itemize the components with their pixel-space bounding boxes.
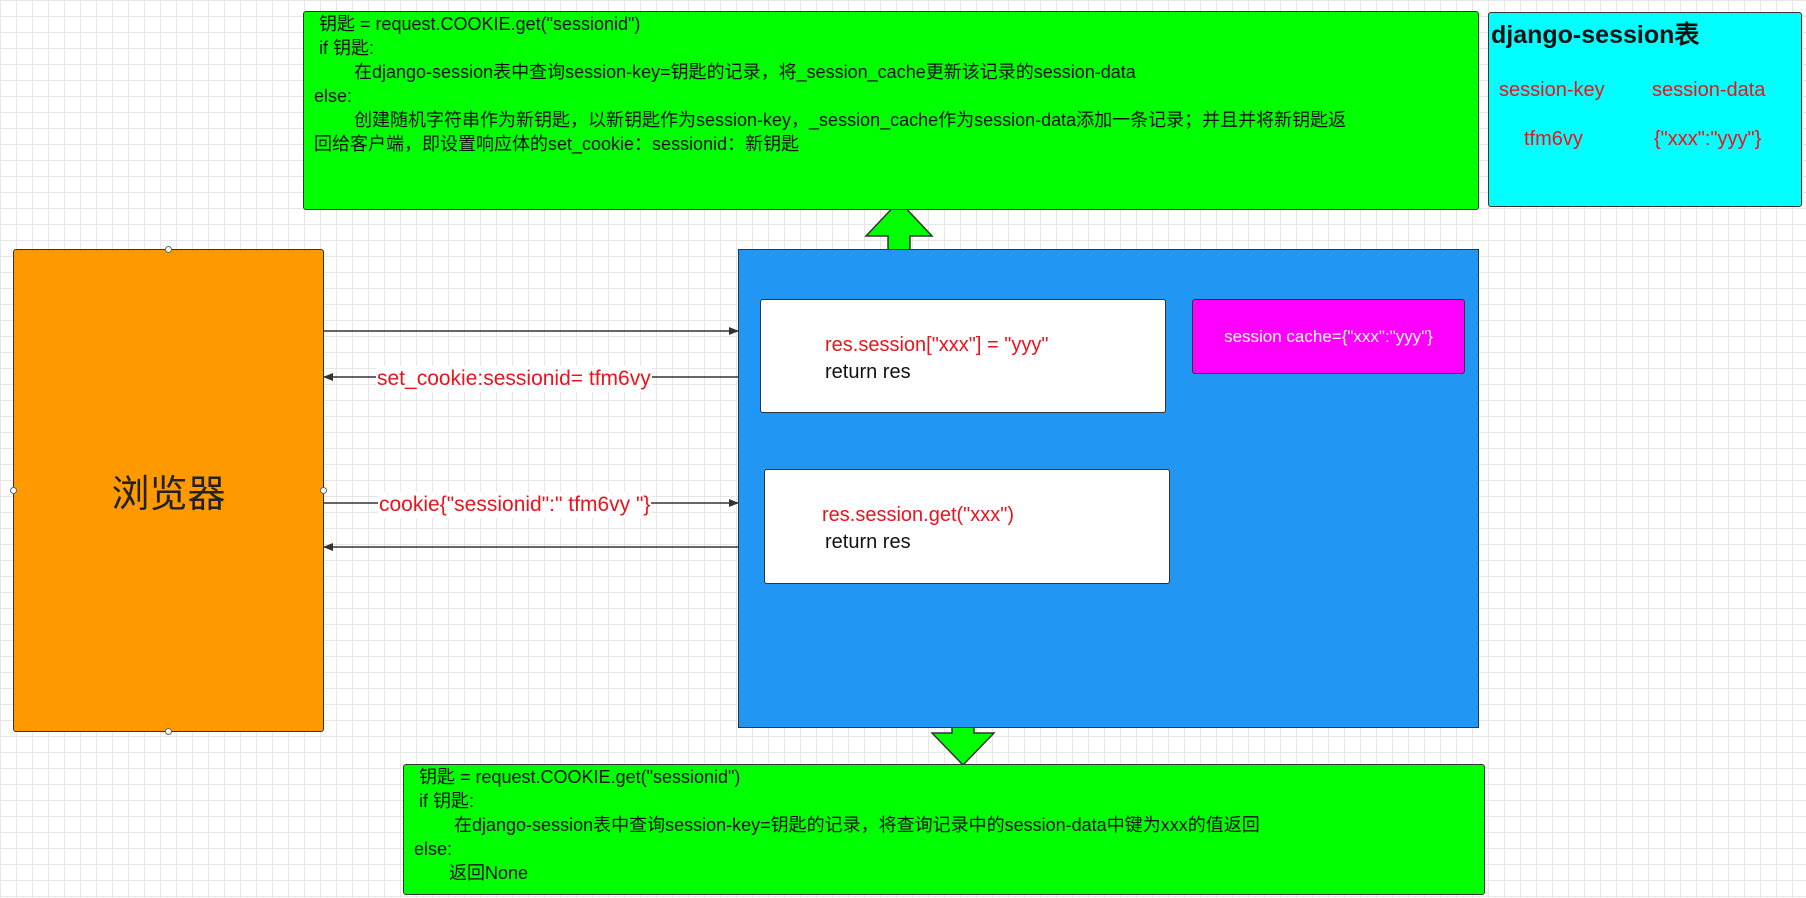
- selection-handle[interactable]: [10, 487, 17, 494]
- logic-line: if 钥匙:: [314, 38, 375, 58]
- get-session-view-box: res.session.get("xxx") return res: [764, 469, 1170, 584]
- table-cell-session-data: {"xxx":"yyy"}: [1654, 128, 1762, 150]
- logic-line: 回给客户端，即设置响应体的set_cookie：sessionid：新钥匙: [314, 134, 800, 154]
- process-request-logic-box: 钥匙 = request.COOKIE.get("sessionid") if …: [303, 11, 1479, 210]
- logic-line: else:: [414, 839, 453, 859]
- set-session-view-box: res.session["xxx"] = "yyy" return res: [760, 299, 1166, 413]
- logic-line: else:: [314, 86, 353, 106]
- logic-line: 在django-session表中查询session-key=钥匙的记录，将_s…: [314, 62, 1136, 82]
- cookie-label: cookie{"sessionid":" tfm6vy "}: [378, 492, 652, 518]
- django-session-table-box: django-session表 session-key session-data…: [1488, 12, 1802, 207]
- column-header-session-data: session-data: [1652, 79, 1766, 101]
- get-session-code: res.session.get("xxx"): [822, 504, 1015, 526]
- logic-line: 返回None: [414, 863, 529, 883]
- selection-handle[interactable]: [320, 487, 327, 494]
- selection-handle[interactable]: [165, 246, 172, 253]
- browser-label: 浏览器: [111, 474, 226, 516]
- return-code: return res: [825, 531, 911, 553]
- logic-line: 创建随机字符串作为新钥匙，以新钥匙作为session-key，_session_…: [314, 110, 1347, 130]
- return-code: return res: [825, 361, 911, 383]
- set-session-code: res.session["xxx"] = "yyy": [825, 334, 1049, 356]
- column-header-session-key: session-key: [1499, 79, 1605, 101]
- session-cache-label: session cache={"xxx":"yyy"}: [1224, 326, 1433, 346]
- selection-handle[interactable]: [165, 728, 172, 735]
- set-cookie-label: set_cookie:sessionid= tfm6vy: [376, 366, 652, 392]
- session-cache-box: session cache={"xxx":"yyy"}: [1192, 299, 1465, 374]
- logic-line: if 钥匙:: [414, 791, 475, 811]
- browser-box: 浏览器: [13, 249, 324, 732]
- logic-line: 钥匙 = request.COOKIE.get("sessionid"): [314, 14, 641, 34]
- table-title: django-session表: [1491, 21, 1700, 49]
- process-response-logic-box: 钥匙 = request.COOKIE.get("sessionid") if …: [403, 764, 1485, 895]
- logic-line: 在django-session表中查询session-key=钥匙的记录，将查询…: [414, 815, 1260, 835]
- logic-line: 钥匙 = request.COOKIE.get("sessionid"): [414, 767, 741, 787]
- table-cell-session-key: tfm6vy: [1524, 128, 1583, 150]
